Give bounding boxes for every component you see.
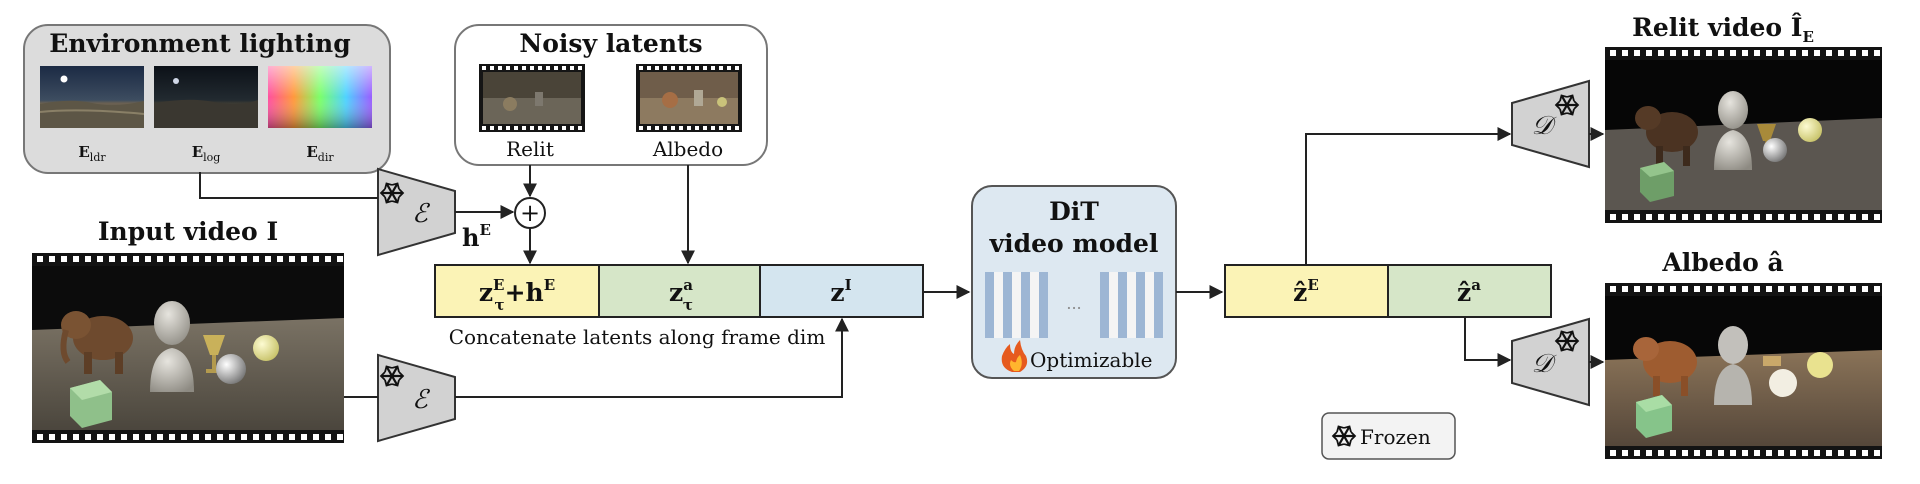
noisy-relit-filmstrip [479, 64, 585, 132]
latent-cell-input [759, 264, 924, 318]
film-perforations [1610, 50, 1880, 220]
encoder-input-symbol: ℰ [412, 385, 430, 415]
encoder-lighting-symbol: ℰ [412, 199, 430, 229]
noisy-latents-group: Noisy latents Relit Albedo [454, 24, 768, 166]
output-cell-albedo [1387, 264, 1552, 318]
latent-concat-caption: Concatenate latents along frame dim [449, 325, 826, 349]
albedo-video-title: Albedo â [1661, 248, 1783, 277]
add-symbol: + [520, 199, 540, 227]
snowflake-icon [1331, 425, 1357, 447]
output-relit-text: ẑE [1293, 276, 1319, 307]
input-video-filmstrip [32, 253, 344, 443]
noisy-albedo-label: Albedo [652, 137, 723, 161]
noisy-albedo-filmstrip [636, 64, 742, 132]
dit-ellipsis: ... [1066, 294, 1081, 313]
snowflake-icon [1554, 94, 1580, 116]
noisy-relit-label: Relit [506, 137, 554, 161]
latent-input-text: zI [830, 276, 851, 307]
encoder-lighting: ℰ [377, 167, 456, 257]
environment-lighting-group: Environment lighting Eldr Elog Edir [23, 24, 391, 174]
env-map-log [154, 66, 258, 128]
albedo-video-filmstrip [1605, 283, 1882, 459]
connectors [199, 127, 1605, 398]
snowflake-icon [1554, 330, 1580, 352]
noisy-latents-title: Noisy latents [519, 29, 702, 58]
film-perforations [1610, 286, 1880, 456]
env-map-ldr [39, 66, 145, 128]
decoder-relit: 𝒟 [1511, 79, 1590, 169]
relit-video-filmstrip [1605, 47, 1882, 223]
dit-layers-right [1100, 272, 1163, 338]
frozen-legend: Frozen [1321, 412, 1456, 460]
output-albedo-text: ẑa [1457, 276, 1481, 307]
fire-icon [1001, 340, 1028, 372]
arrow-encoder-to-zI [455, 317, 849, 398]
env-label-dir: Edir [306, 143, 334, 164]
env-label-ldr: Eldr [78, 143, 106, 164]
dit-optimizable-label: Optimizable [1030, 348, 1153, 372]
env-map-dir [268, 66, 372, 128]
environment-lighting-title: Environment lighting [49, 29, 350, 58]
dit-video-model: DiT video model ... Optimizable [971, 185, 1177, 379]
arrow-env-to-encoder [199, 172, 378, 199]
arrow-output-to-decoder-albedo [1464, 317, 1512, 367]
add-operation: + [514, 197, 546, 229]
snowflake-icon [379, 182, 405, 204]
input-video-title: Input video I [98, 217, 278, 246]
hE-label: hE [462, 221, 491, 252]
output-cell-relit [1224, 264, 1389, 318]
encoder-input: ℰ [377, 353, 456, 443]
decoder-albedo: 𝒟 [1511, 317, 1590, 407]
dit-layers-left [985, 272, 1048, 338]
output-latent-bar: ẑE ẑa [1224, 264, 1552, 318]
film-perforations [482, 66, 582, 130]
dit-title-line2: video model [989, 229, 1159, 258]
snowflake-icon [379, 365, 405, 387]
relit-video-title: Relit video ÎE [1632, 13, 1814, 46]
film-perforations [639, 66, 739, 130]
frozen-label: Frozen [1360, 425, 1431, 449]
film-perforations [37, 256, 343, 440]
arrow-output-to-decoder-relit [1305, 127, 1512, 265]
dit-title-line1: DiT [1049, 197, 1099, 226]
env-label-log: Elog [192, 143, 221, 164]
